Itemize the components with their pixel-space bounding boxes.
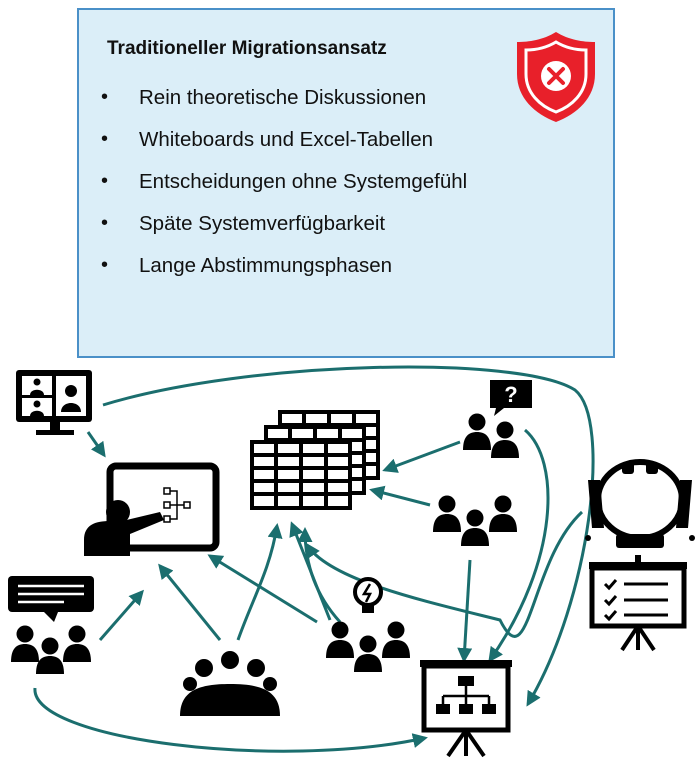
video-conference-icon bbox=[16, 370, 92, 435]
bullet-item: Entscheidungen ohne Systemgefühl bbox=[101, 170, 467, 212]
question-team-icon: ? bbox=[463, 380, 532, 458]
spreadsheets-icon bbox=[250, 410, 380, 510]
bullet-item: Whiteboards und Excel-Tabellen bbox=[101, 128, 467, 170]
audience-icon bbox=[180, 651, 280, 716]
question-mark: ? bbox=[504, 382, 517, 407]
orgchart-board-icon bbox=[420, 660, 512, 758]
idea-team-icon bbox=[326, 577, 410, 672]
box-title: Traditioneller Migrationsansatz bbox=[107, 38, 387, 59]
bullet-list: Rein theoretische Diskussionen Whiteboar… bbox=[101, 86, 467, 296]
presenter-whiteboard-icon bbox=[84, 462, 220, 556]
team-icon bbox=[433, 495, 517, 546]
bullet-item: Lange Abstimmungsphasen bbox=[101, 254, 467, 296]
info-box: Traditioneller Migrationsansatz Rein the… bbox=[77, 8, 615, 358]
meeting-table-icon bbox=[585, 459, 695, 548]
shield-error-icon bbox=[517, 32, 595, 122]
connection-arrows bbox=[33, 365, 595, 753]
chat-team-icon bbox=[8, 576, 94, 674]
checklist-board-icon bbox=[589, 555, 687, 652]
bullet-item: Späte Systemverfügbarkeit bbox=[101, 212, 467, 254]
bullet-item: Rein theoretische Diskussionen bbox=[101, 86, 467, 128]
